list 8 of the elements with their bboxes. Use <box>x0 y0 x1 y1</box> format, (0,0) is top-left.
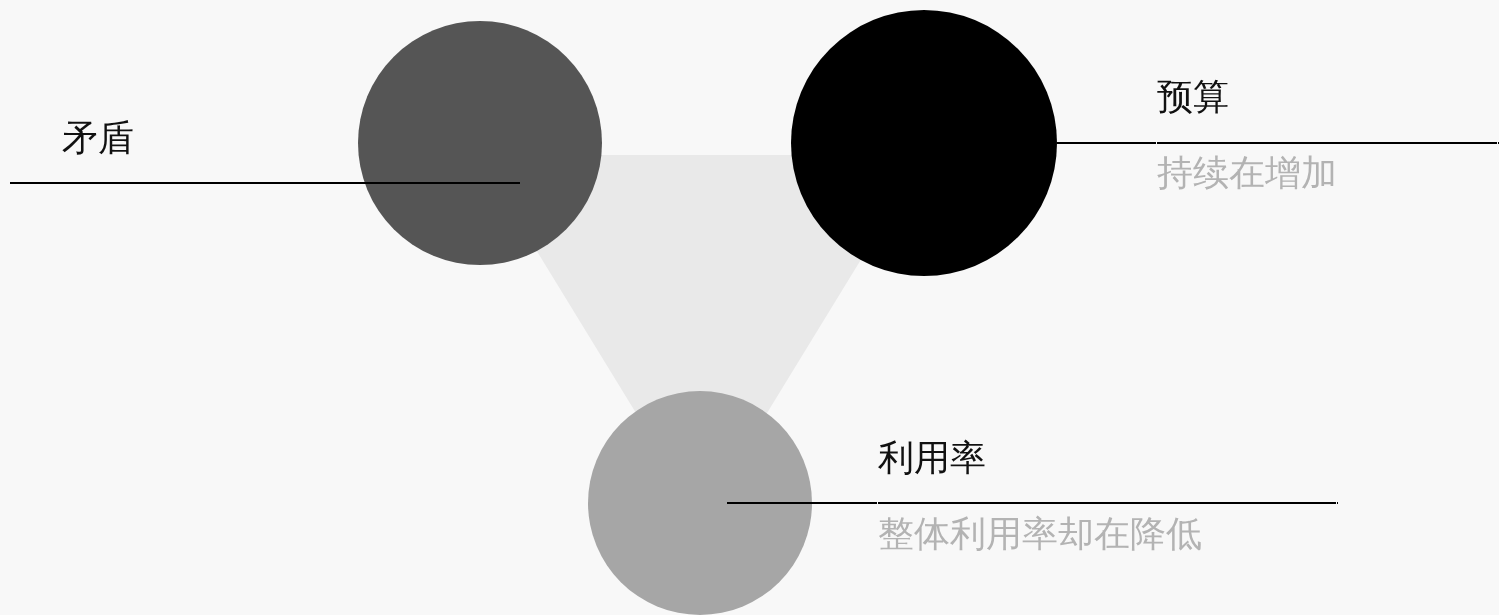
subtitle-text: 整体利用率却在降低 <box>878 512 1203 556</box>
subtitle-text: 持续在增加 <box>1157 151 1338 195</box>
leader-line <box>9 182 521 184</box>
heading-text: 预算 <box>1157 75 1230 119</box>
heading-text: 利用率 <box>878 436 987 480</box>
heading-text: 矛盾 <box>62 113 134 163</box>
leader-line <box>726 502 1339 504</box>
leader-line <box>1056 142 1499 144</box>
